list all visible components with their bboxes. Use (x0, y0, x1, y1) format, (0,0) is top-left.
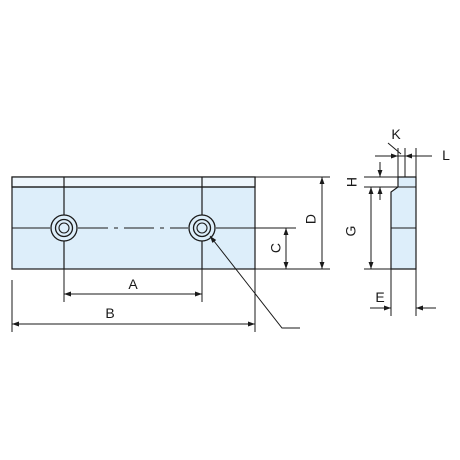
dimension-D (255, 176, 330, 270)
dimension-B (11, 269, 256, 332)
dimension-label-B: B (105, 305, 114, 321)
dimension-C (255, 227, 296, 270)
plate-body (11, 176, 256, 270)
dimension-H (364, 162, 398, 200)
dimension-E (370, 269, 436, 316)
side-view-profile (390, 176, 417, 270)
dimension-A (63, 269, 203, 302)
dimension-K-L (375, 142, 432, 177)
dimension-label-G: G (343, 226, 359, 237)
plate-top-band (11, 176, 256, 188)
dimension-label-H: H (344, 177, 360, 187)
dimension-label-L: L (442, 147, 450, 163)
dimension-label-D: D (303, 214, 319, 224)
dimension-label-C: C (268, 243, 284, 253)
hole-leader-line (209, 235, 300, 329)
dimension-label-E: E (375, 289, 384, 305)
mounting-hole-left (50, 214, 78, 242)
dimension-label-A: A (128, 276, 138, 292)
dimension-label-K: K (391, 126, 401, 142)
mounting-hole-right (188, 214, 216, 242)
front-view (11, 176, 256, 270)
